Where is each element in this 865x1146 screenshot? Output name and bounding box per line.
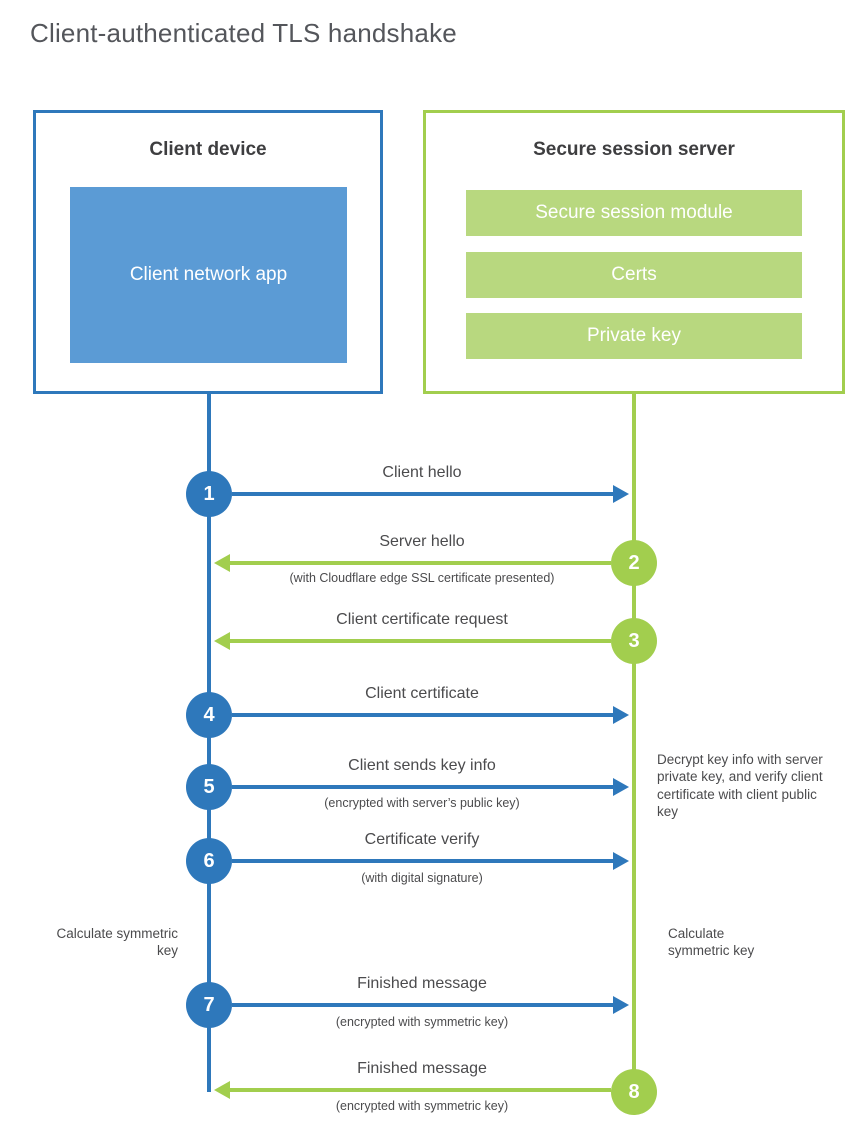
step-7-arrow-right-icon	[232, 996, 629, 1014]
server-lifeline	[632, 392, 636, 1092]
step-4-label: Client certificate	[365, 685, 479, 702]
step-5-sublabel: (encrypted with server’s public key)	[324, 796, 520, 810]
step-8-arrow-left-icon	[214, 1081, 611, 1099]
server-calculate-symmetric-key-note: Calculate symmetric key	[668, 926, 755, 959]
step-1-circle: 1	[186, 471, 232, 517]
step-2-sublabel: (with Cloudflare edge SSL certificate pr…	[289, 571, 555, 585]
step-4-arrow-right-icon	[232, 706, 629, 724]
client-lifeline	[207, 392, 211, 1092]
step-5-arrow-right-icon	[232, 778, 629, 796]
step-5-label: Client sends key info	[348, 757, 496, 774]
step-1-label: Client hello	[382, 464, 462, 481]
client-network-app-label: Client network app	[129, 264, 288, 286]
client-network-app-box: Client network app	[70, 187, 347, 363]
step-3-circle: 3	[611, 618, 657, 664]
step-8-sublabel: (encrypted with symmetric key)	[335, 1099, 509, 1113]
step-8-circle: 8	[611, 1069, 657, 1115]
step-1-arrow-right-icon	[232, 485, 629, 503]
server-module-secure-session: Secure session module	[466, 190, 802, 236]
client-device-title: Client device	[149, 139, 267, 160]
server-module-certs: Certs	[466, 252, 802, 298]
client-calculate-symmetric-key-note: Calculate symmetric key	[56, 926, 178, 959]
step-7-label: Finished message	[357, 975, 487, 992]
step-3-label: Client certificate request	[336, 611, 508, 628]
step-6-sublabel: (with digital signature)	[361, 871, 483, 885]
step-2-label: Server hello	[379, 533, 465, 550]
server-module-private-key: Private key	[466, 313, 802, 359]
step-3-arrow-left-icon	[214, 632, 611, 650]
server-decrypt-note: Decrypt key info with server private key…	[657, 752, 823, 819]
step-4-circle: 4	[186, 692, 232, 738]
step-7-circle: 7	[186, 982, 232, 1028]
step-8-label: Finished message	[357, 1060, 487, 1077]
step-5-circle: 5	[186, 764, 232, 810]
step-7-sublabel: (encrypted with symmetric key)	[335, 1015, 509, 1029]
page-title: Client-authenticated TLS handshake	[30, 18, 457, 48]
step-2-arrow-left-icon	[214, 554, 611, 572]
step-6-arrow-right-icon	[232, 852, 629, 870]
step-2-circle: 2	[611, 540, 657, 586]
secure-session-server-title: Secure session server	[533, 139, 735, 160]
step-6-label: Certificate verify	[364, 831, 480, 848]
step-6-circle: 6	[186, 838, 232, 884]
